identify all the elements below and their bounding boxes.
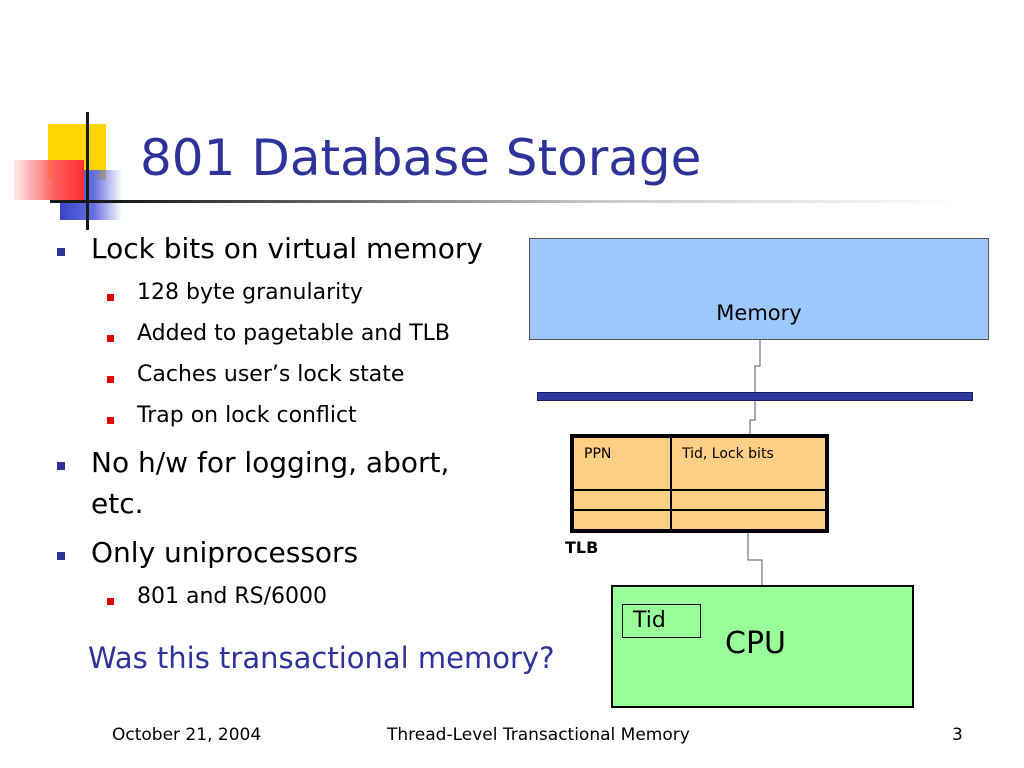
bullet-no-hw-line2: etc.	[91, 487, 144, 520]
tlb-cell	[670, 488, 827, 511]
bullet-marker	[57, 552, 65, 560]
bus-tlb-connector	[749, 401, 756, 434]
footer-date: October 21, 2004	[112, 725, 262, 745]
tlb-cell	[572, 508, 672, 532]
sub-bullet-marker	[107, 335, 114, 342]
page-number: 3	[952, 725, 963, 745]
cpu-label: CPU	[725, 626, 786, 661]
title-decoration-vertical-line	[86, 112, 89, 230]
tid-register-box: Tid	[622, 604, 701, 638]
bullet-marker	[57, 462, 65, 470]
tlb-cell	[670, 508, 827, 532]
sub-bullet-trap: Trap on lock conflict	[137, 403, 357, 428]
memory-label: Memory	[716, 301, 802, 325]
tlb-header-tid-lock-bits: Tid, Lock bits	[670, 436, 827, 491]
bullet-marker	[57, 248, 65, 256]
tlb-cell	[572, 488, 672, 511]
tlb-cpu-connector	[747, 533, 763, 585]
title-underline	[50, 200, 960, 203]
tlb-table: PPN Tid, Lock bits	[570, 434, 829, 533]
sub-bullet-marker	[107, 417, 114, 424]
footer-title: Thread-Level Transactional Memory	[387, 725, 690, 745]
sub-bullet-marker	[107, 598, 114, 605]
title-decoration-red-bar	[14, 160, 84, 200]
sub-bullet-marker	[107, 294, 114, 301]
sub-bullet-granularity: 128 byte granularity	[137, 280, 363, 305]
tlb-header-ppn: PPN	[572, 436, 672, 491]
sub-bullet-caches: Caches user’s lock state	[137, 362, 405, 387]
bullet-lock-bits: Lock bits on virtual memory	[91, 232, 483, 265]
question-text: Was this transactional memory?	[88, 641, 555, 675]
bullet-uniprocessors: Only uniprocessors	[91, 536, 359, 569]
sub-bullet-marker	[107, 376, 114, 383]
sub-bullet-801-rs6000: 801 and RS/6000	[137, 584, 328, 609]
memory-box: Memory	[529, 238, 989, 340]
sub-bullet-pagetable: Added to pagetable and TLB	[137, 321, 450, 346]
slide-title: 801 Database Storage	[140, 129, 702, 187]
memory-bus	[537, 392, 973, 401]
tlb-label: TLB	[565, 538, 599, 557]
memory-bus-connector	[754, 340, 761, 392]
cpu-box	[611, 585, 914, 708]
bullet-no-hw-line1: No h/w for logging, abort,	[91, 446, 450, 479]
